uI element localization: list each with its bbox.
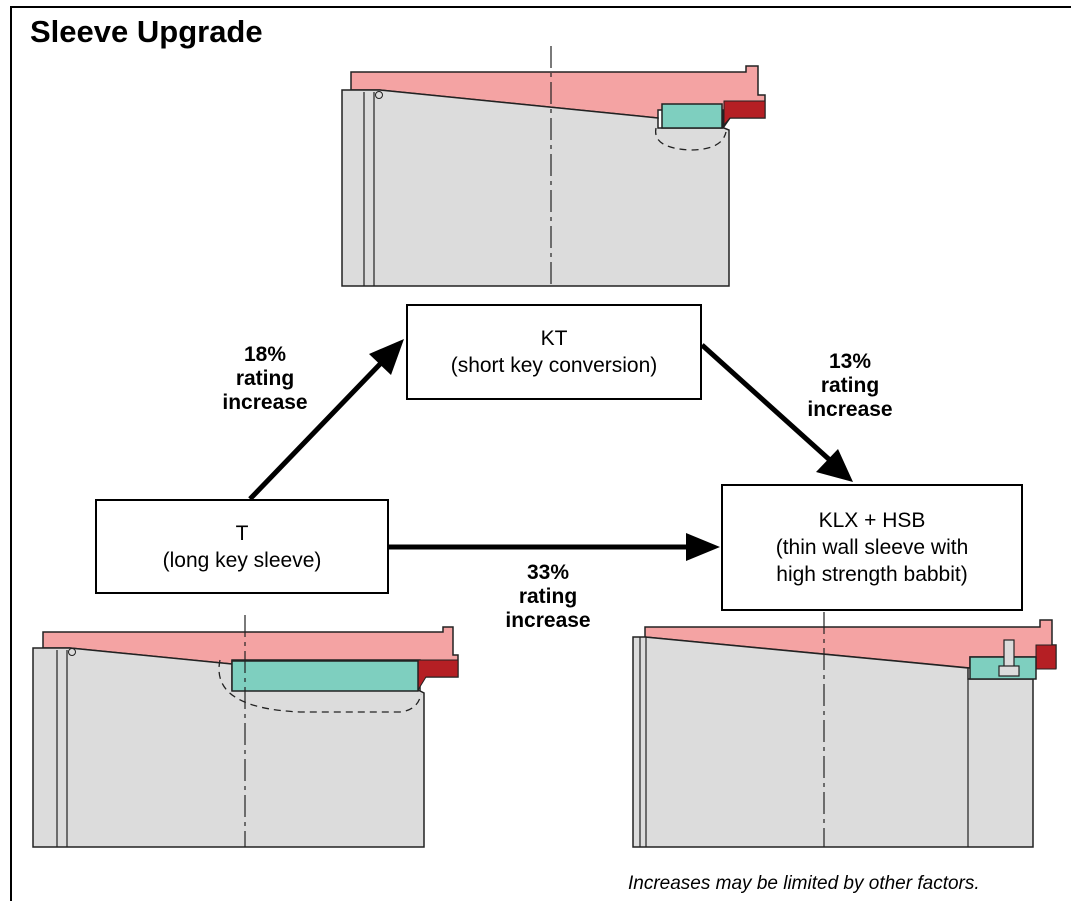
sleeve-kt-key [723,100,766,127]
label-kt-to-klx: 13% rating increase [785,350,915,422]
label-kt-to-klx-line2: rating [820,374,880,397]
label-t-to-klx-percent: 33% [526,561,570,584]
sleeve-kt-body [341,89,730,287]
label-t-to-kt: 18% rating increase [200,343,330,415]
figure-frame [10,6,1071,901]
node-kt-desc: (short key conversion) [450,354,658,377]
node-t: T (long key sleeve) [95,499,389,594]
sleeve-drawing-klx [632,612,1057,848]
label-kt-to-klx-line3: increase [807,398,893,421]
sleeve-t-babbit [231,660,419,692]
arrow-kt-to-klx [700,343,853,482]
label-t-to-kt-line2: rating [235,367,295,390]
sleeve-klx-key [1035,644,1057,670]
footnote: Increases may be limited by other factor… [628,873,980,894]
sleeve-drawing-kt [341,46,766,287]
node-klx-desc-1: (thin wall sleeve with [775,536,969,559]
sleeve-kt-babbit [661,103,723,129]
node-klx-code: KLX + HSB [818,509,926,532]
label-t-to-klx-line2: rating [518,585,578,608]
label-t-to-kt-line3: increase [222,391,308,414]
arrow-t-to-kt [248,339,404,501]
sleeve-drawing-t [32,615,459,848]
arrow-t-to-klx [389,533,720,561]
label-kt-to-klx-percent: 13% [828,350,872,373]
sleeve-t-key [417,659,459,692]
node-klx-desc-2: high strength babbit) [776,563,968,586]
node-kt-code: KT [540,327,568,350]
node-kt: KT (short key conversion) [406,304,702,400]
label-t-to-klx-line3: increase [505,609,591,632]
node-t-code: T [235,521,249,545]
sleeve-t-key-outline [218,659,422,713]
label-t-to-kt-percent: 18% [243,343,287,366]
node-klx: KLX + HSB (thin wall sleeve with high st… [721,484,1023,611]
page-title: Sleeve Upgrade [30,14,263,49]
node-t-desc: (long key sleeve) [162,548,322,572]
label-t-to-klx: 33% rating increase [483,561,613,633]
